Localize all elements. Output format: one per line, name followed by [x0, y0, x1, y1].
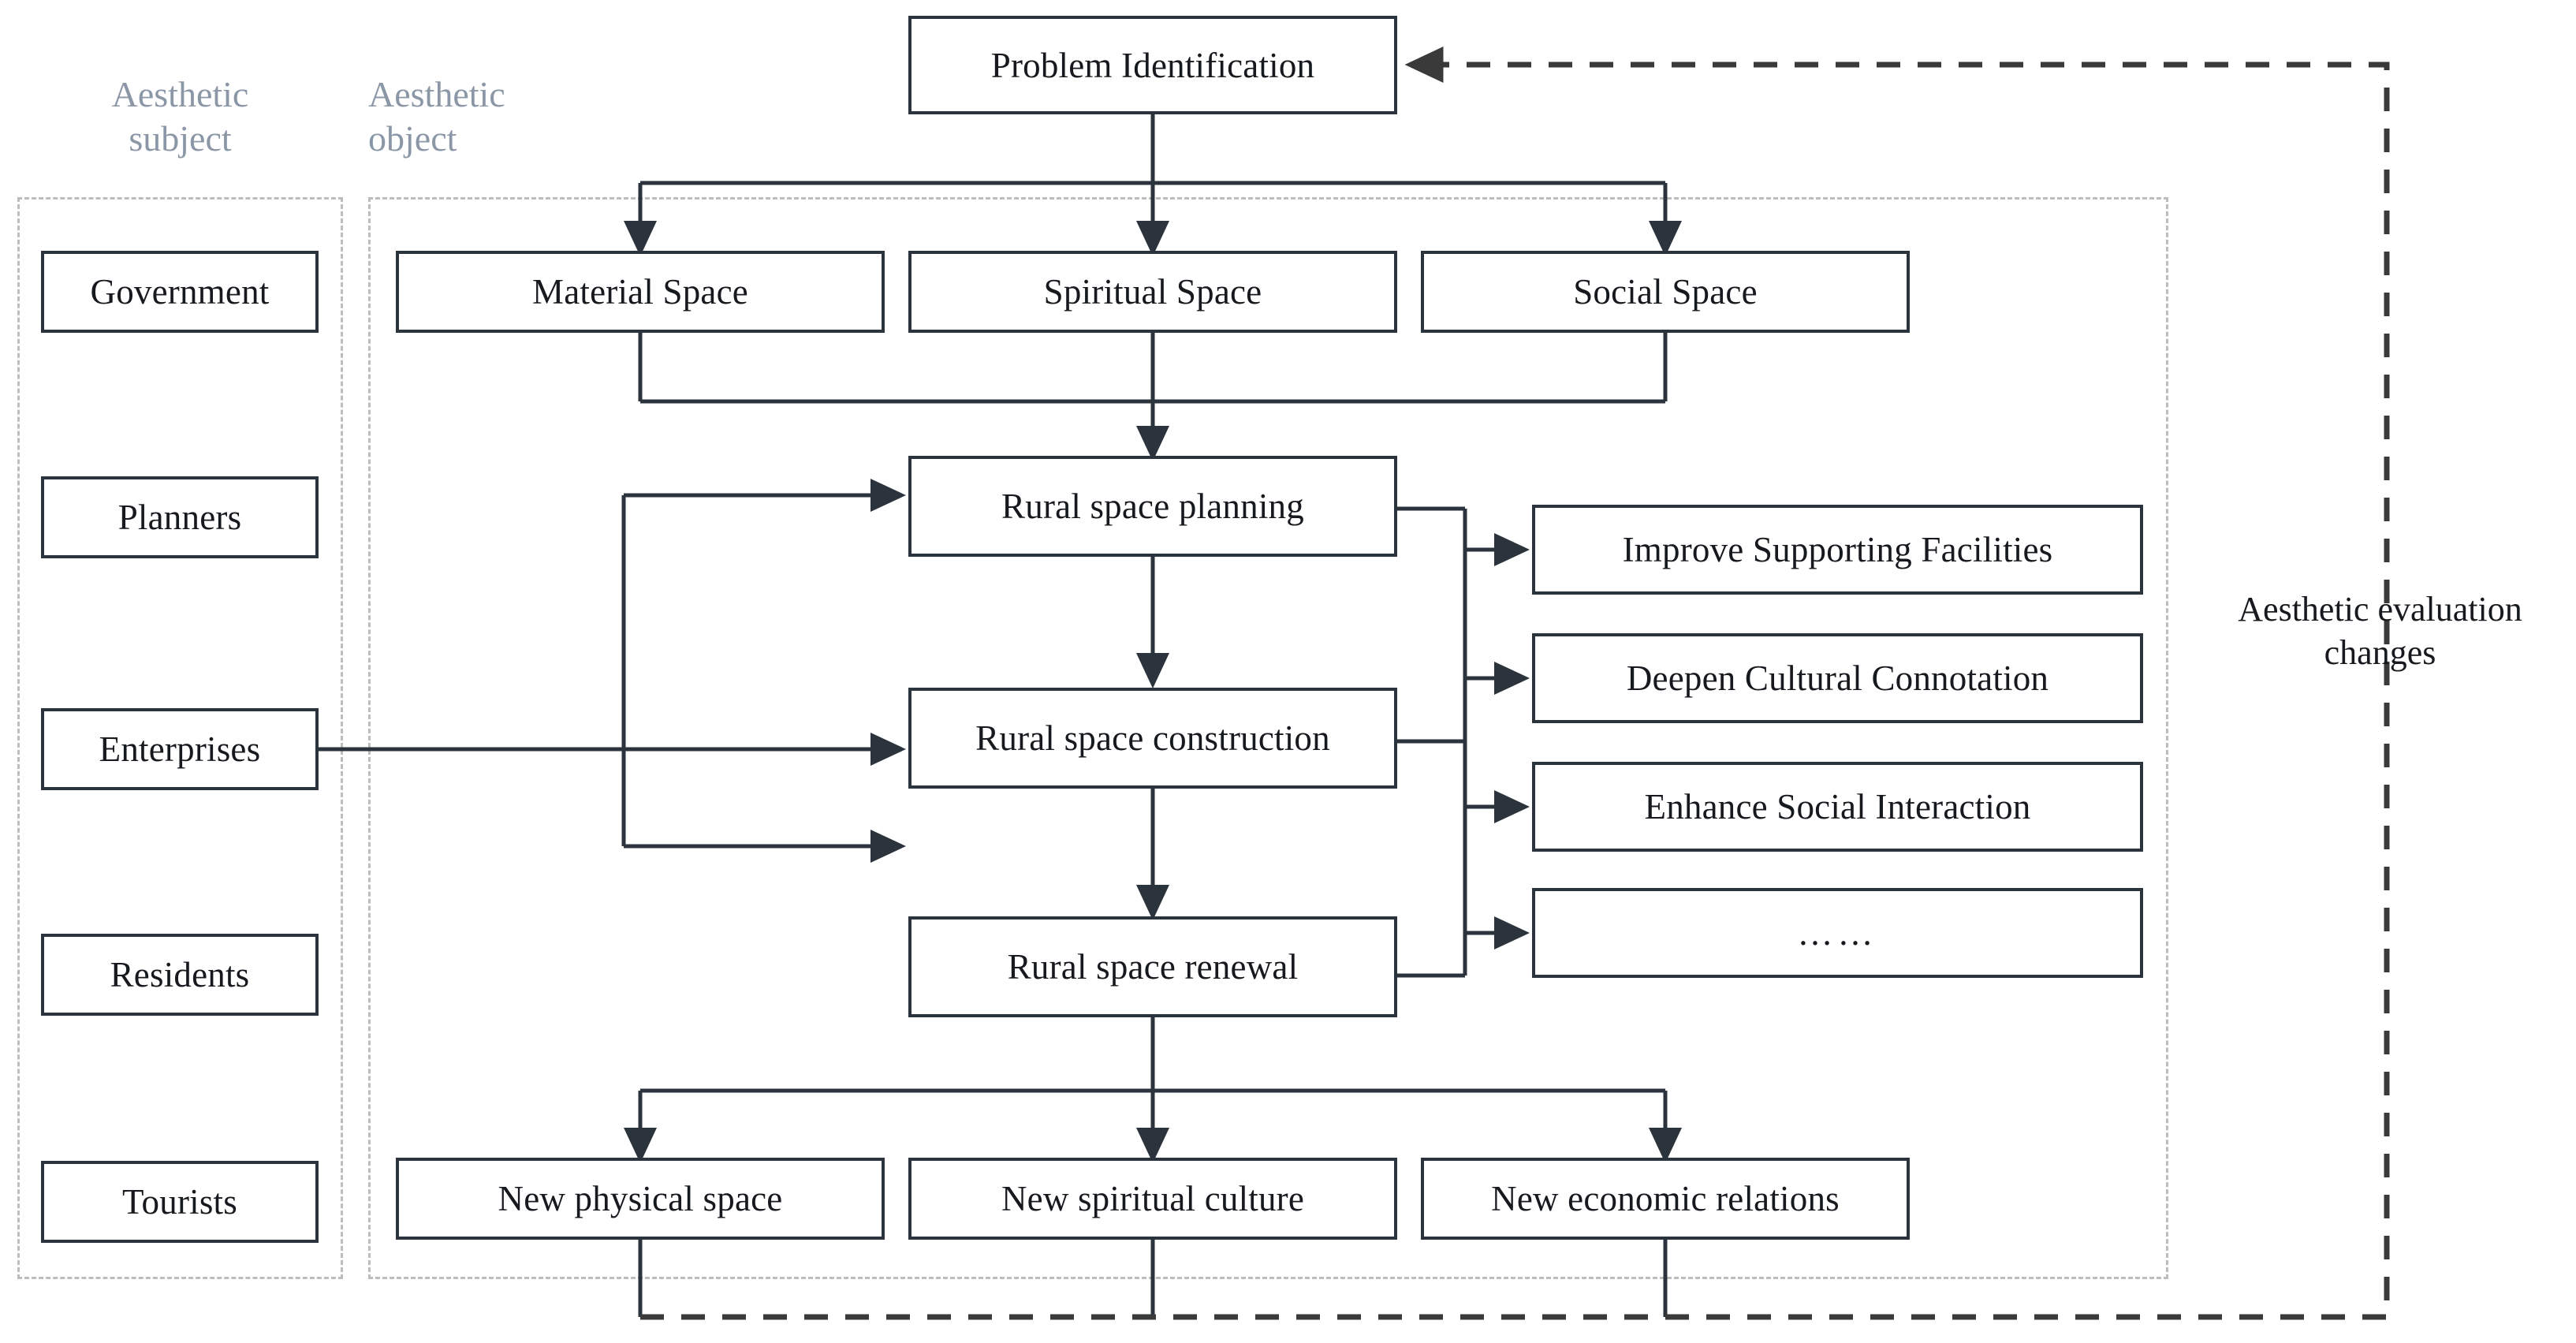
process-label-renewal: Rural space renewal [1007, 947, 1299, 987]
outcome-box-culture[interactable]: Deepen Cultural Connotation [1532, 633, 2143, 723]
space-box-material[interactable]: Material Space [396, 251, 885, 333]
subject-box-tourists[interactable]: Tourists [41, 1161, 319, 1243]
result-box-physical-space[interactable]: New physical space [396, 1158, 885, 1240]
outcome-box-facilities[interactable]: Improve Supporting Facilities [1532, 505, 2143, 595]
subject-label-planners: Planners [117, 498, 242, 537]
subject-box-residents[interactable]: Residents [41, 934, 319, 1016]
result-label-physical-space: New physical space [498, 1179, 783, 1218]
process-box-planning[interactable]: Rural space planning [908, 456, 1397, 557]
feedback-loop-label-line1: Aesthetic evaluation [2238, 590, 2522, 629]
subject-label-government: Government [90, 272, 270, 312]
outcome-box-interaction[interactable]: Enhance Social Interaction [1532, 762, 2143, 852]
subject-box-government[interactable]: Government [41, 251, 319, 333]
aesthetic-subject-label-line1: Aesthetic [111, 74, 249, 114]
outcome-label-culture: Deepen Cultural Connotation [1626, 658, 2049, 698]
space-label-material: Material Space [532, 272, 748, 312]
result-box-economic-relations[interactable]: New economic relations [1421, 1158, 1910, 1240]
space-box-social[interactable]: Social Space [1421, 251, 1910, 333]
outcome-label-facilities: Improve Supporting Facilities [1622, 530, 2053, 569]
outcome-box-ellipsis[interactable]: …… [1532, 888, 2143, 978]
result-box-spiritual-culture[interactable]: New spiritual culture [908, 1158, 1397, 1240]
feedback-loop-label: Aesthetic evaluation changes [2184, 588, 2576, 674]
process-box-construction[interactable]: Rural space construction [908, 688, 1397, 789]
result-label-economic-relations: New economic relations [1491, 1179, 1840, 1218]
subject-box-enterprises[interactable]: Enterprises [41, 708, 319, 790]
outcome-label-interaction: Enhance Social Interaction [1644, 787, 2031, 826]
subject-label-residents: Residents [110, 955, 250, 994]
feedback-loop-label-line2: changes [2324, 633, 2436, 672]
space-label-social: Social Space [1573, 272, 1758, 312]
subject-label-tourists: Tourists [122, 1182, 237, 1222]
result-label-spiritual-culture: New spiritual culture [1001, 1179, 1305, 1218]
process-label-construction: Rural space construction [975, 718, 1330, 758]
space-box-spiritual[interactable]: Spiritual Space [908, 251, 1397, 333]
aesthetic-subject-label-line2: subject [129, 118, 232, 159]
process-label-planning: Rural space planning [1001, 487, 1304, 526]
process-box-renewal[interactable]: Rural space renewal [908, 916, 1397, 1017]
aesthetic-object-label: Aesthetic object [368, 73, 605, 161]
outcome-label-ellipsis: …… [1797, 913, 1878, 953]
space-label-spiritual: Spiritual Space [1043, 272, 1262, 312]
aesthetic-object-label-line2: object [368, 118, 457, 159]
problem-identification-box[interactable]: Problem Identification [908, 16, 1397, 114]
aesthetic-subject-label: Aesthetic subject [17, 73, 343, 161]
subject-label-enterprises: Enterprises [99, 729, 261, 769]
aesthetic-subject-panel [17, 197, 343, 1279]
subject-box-planners[interactable]: Planners [41, 476, 319, 558]
problem-identification-label: Problem Identification [990, 45, 1315, 85]
aesthetic-object-label-line1: Aesthetic [368, 74, 505, 114]
